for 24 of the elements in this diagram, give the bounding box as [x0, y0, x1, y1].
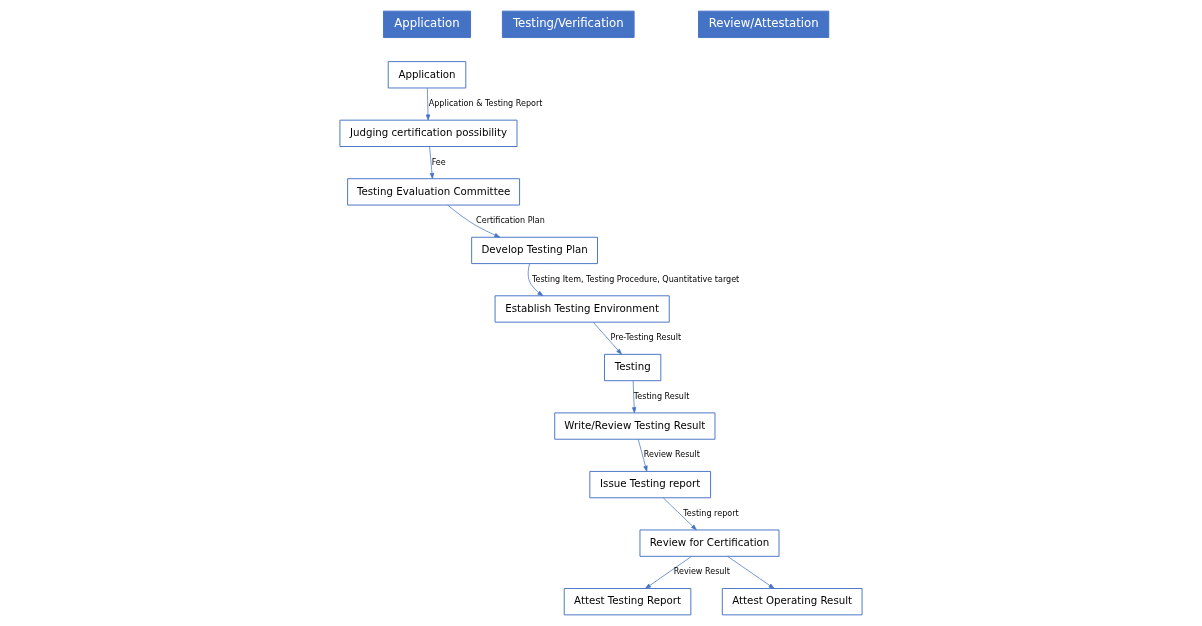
- node-box: Review for Certification: [639, 529, 780, 557]
- node-box: Judging certification possibility: [339, 119, 518, 147]
- arrow: [425, 87, 431, 121]
- node-box: Establish Testing Environment: [494, 295, 670, 323]
- arrow: [429, 146, 435, 179]
- arrow: [645, 556, 692, 589]
- node-box: Issue Testing report: [589, 470, 712, 499]
- node-box: Testing Evaluation Committee: [347, 178, 521, 206]
- node-box: Write/Review Testing Result: [554, 412, 716, 440]
- arrow: [637, 439, 648, 472]
- arrow: [447, 204, 501, 238]
- node-box: Attest Testing Report: [563, 588, 692, 616]
- arrow: [527, 263, 544, 297]
- arrow: [593, 322, 622, 355]
- node-box: Application: [383, 10, 472, 38]
- arrow: [632, 380, 637, 414]
- node-box: Application: [387, 61, 467, 89]
- node-box: Attest Operating Result: [721, 588, 863, 616]
- arrow: [727, 556, 775, 589]
- arrow: [663, 497, 697, 531]
- node-box: Develop Testing Plan: [471, 236, 598, 265]
- node-box: Testing/Verification: [501, 10, 635, 38]
- node-box: Testing: [604, 353, 662, 382]
- node-box: Review/Attestation: [698, 10, 830, 38]
